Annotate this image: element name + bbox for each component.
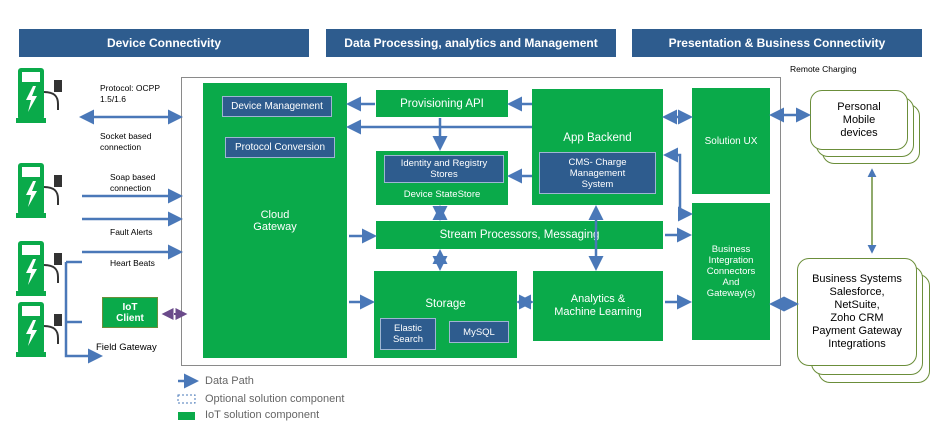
device-state-store-label: Device StateStore — [403, 189, 481, 200]
charging-station-icon — [16, 241, 62, 296]
header-data-processing: Data Processing, analytics and Managemen… — [326, 29, 616, 57]
business-integration: Business Integration Connectors And Gate… — [692, 203, 770, 340]
label-fault-alerts: Fault Alerts — [110, 227, 153, 237]
label-field-gateway: Field Gateway — [96, 342, 157, 353]
label-heart-beats: Heart Beats — [110, 258, 155, 268]
stream-processors: Stream Processors, Messaging — [376, 221, 663, 249]
cms-charge-management: CMS- Charge Management System — [539, 152, 656, 194]
header-device-connectivity: Device Connectivity — [19, 29, 309, 57]
charging-station-icon — [16, 163, 62, 218]
app-backend-label: App Backend — [563, 132, 632, 144]
header-presentation: Presentation & Business Connectivity — [632, 29, 922, 57]
label-protocol: Protocol: OCPP 1.5/1.6 — [100, 83, 160, 104]
legend-optional-component: Optional solution component — [205, 393, 345, 405]
charging-station-icon — [16, 302, 62, 357]
solution-ux: Solution UX — [692, 88, 770, 194]
legend-iot-component: IoT solution component — [205, 409, 320, 421]
business-systems: Business Systems Salesforce, NetSuite, Z… — [797, 258, 917, 366]
identity-registry-stores: Identity and Registry Stores — [384, 155, 504, 183]
cloud-gateway: Cloud Gateway — [203, 83, 347, 358]
iot-client: IoT Client — [102, 297, 158, 328]
provisioning-api: Provisioning API — [376, 90, 508, 117]
storage-label: Storage — [425, 298, 466, 310]
charging-station-icon — [16, 68, 62, 123]
legend-data-path: Data Path — [205, 375, 254, 387]
label-soap: Soap based connection — [110, 172, 156, 193]
elastic-search: Elastic Search — [380, 318, 436, 350]
analytics-ml: Analytics & Machine Learning — [533, 271, 663, 341]
label-remote-charging: Remote Charging — [790, 64, 857, 74]
personal-mobile-devices: Personal Mobile devices — [810, 90, 908, 150]
device-management: Device Management — [222, 96, 332, 117]
mysql: MySQL — [449, 321, 509, 343]
label-socket: Socket based connection — [100, 131, 152, 152]
protocol-conversion: Protocol Conversion — [225, 137, 335, 158]
